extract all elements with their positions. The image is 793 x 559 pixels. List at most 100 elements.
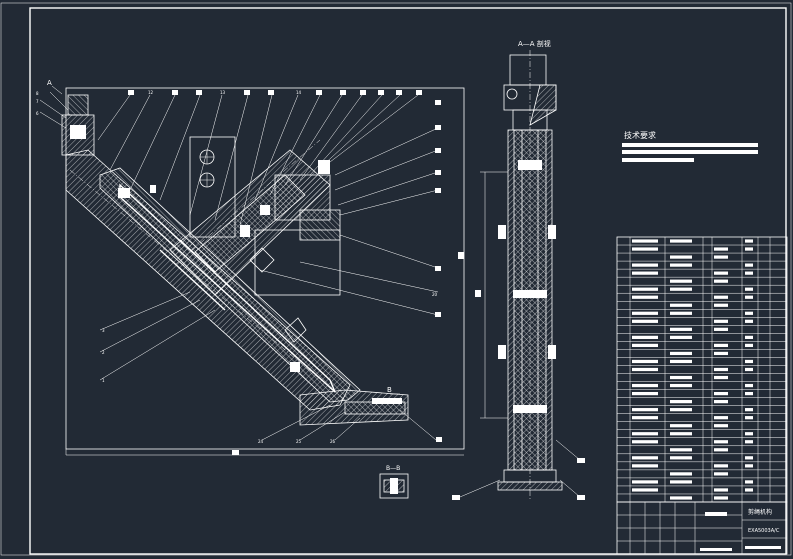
drawing-title: 剪绳机构 — [748, 508, 772, 516]
parts-list-rows — [617, 239, 787, 500]
table-cell-text — [714, 496, 728, 500]
table-cell-text — [745, 287, 753, 291]
table-cell-text — [714, 464, 728, 468]
table-cell-text — [632, 263, 658, 267]
table-cell-text — [714, 271, 728, 275]
table-cell-text — [745, 408, 753, 412]
title-block: 剪绳机构 EXA5003A/C — [616, 501, 788, 555]
table-cell-text — [632, 311, 658, 315]
table-cell-text — [632, 456, 658, 460]
table-cell-text — [632, 488, 658, 492]
balloon-label: 12 — [148, 90, 154, 95]
table-cell-text — [670, 448, 692, 452]
table-cell-text — [632, 295, 658, 299]
table-cell-text — [745, 263, 753, 267]
table-cell-text — [670, 432, 692, 436]
balloon-numbers: 12 13 14 20 24 25 26 3 2 1 8 7 6 — [36, 90, 438, 444]
table-cell-text — [714, 391, 728, 396]
table-cell-text — [714, 255, 728, 259]
table-cell-text — [714, 279, 728, 283]
table-cell-text — [745, 311, 753, 315]
table-cell-text — [670, 311, 692, 315]
table-cell-text — [670, 351, 692, 356]
table-cell-text — [670, 303, 692, 307]
table-cell-text — [745, 271, 753, 275]
section-view-aa: A—A 剖视 — [452, 39, 585, 500]
table-cell-text — [745, 383, 753, 388]
balloon-label: 26 — [330, 439, 336, 444]
table-cell-text — [632, 271, 658, 275]
balloon-label: 2 — [102, 350, 105, 355]
table-cell-text — [714, 319, 728, 323]
upper-arm-assembly — [169, 136, 341, 296]
table-cell-text — [714, 367, 728, 372]
table-cell-text — [714, 295, 728, 299]
table-cell-text — [670, 480, 692, 484]
table-cell-text — [745, 359, 753, 364]
table-cell-text — [670, 279, 692, 283]
table-cell-text — [670, 327, 692, 331]
table-cell-text — [632, 480, 658, 484]
table-cell-text — [745, 295, 753, 299]
section-view-label: A—A 剖视 — [518, 39, 551, 48]
table-cell-text — [745, 239, 753, 243]
parts-list-table — [616, 236, 788, 503]
balloon-label: 25 — [296, 439, 302, 444]
table-cell-text — [745, 416, 753, 420]
balloon-label: 7 — [36, 99, 39, 104]
table-cell-text — [670, 456, 692, 460]
section-marker-a: A — [47, 79, 52, 87]
table-cell-text — [745, 432, 753, 436]
balloon-label: 6 — [36, 111, 39, 116]
technical-requirements: 技术要求 — [622, 130, 758, 162]
table-cell-text — [745, 480, 753, 484]
main-view-frame — [65, 87, 465, 456]
table-cell-text — [745, 335, 753, 339]
table-cell-text — [714, 247, 728, 251]
table-cell-text — [670, 287, 692, 291]
table-cell-text — [670, 263, 692, 267]
table-cell-text — [632, 367, 658, 372]
table-cell-text — [670, 239, 692, 243]
table-cell-text — [670, 472, 692, 476]
table-cell-text — [714, 424, 728, 428]
balloon-label: 13 — [220, 90, 226, 95]
table-cell-text — [745, 343, 753, 348]
table-cell-text — [714, 440, 728, 444]
table-cell-text — [714, 488, 728, 492]
table-cell-text — [714, 375, 728, 380]
table-cell-text — [714, 351, 728, 356]
table-cell-text — [714, 448, 728, 452]
section-markers: A B B—B — [47, 79, 409, 499]
table-cell-text — [670, 408, 692, 412]
table-cell-text — [632, 416, 658, 420]
balloon-label: 3 — [102, 328, 105, 333]
table-cell-text — [745, 464, 753, 468]
balloon-label: 1 — [102, 378, 105, 383]
leader-lines — [39, 91, 439, 441]
section-marker-b: B — [387, 386, 392, 394]
table-cell-text — [632, 408, 658, 412]
balloon-markers-top — [128, 90, 481, 455]
table-cell-text — [632, 343, 658, 348]
table-cell-text — [670, 375, 692, 380]
table-cell-text — [632, 335, 658, 339]
balloon-label: 8 — [36, 91, 39, 96]
table-cell-text — [670, 400, 692, 404]
table-cell-text — [745, 367, 753, 372]
table-cell-text — [632, 440, 658, 444]
table-cell-text — [632, 383, 658, 388]
table-cell-text — [745, 391, 753, 396]
table-cell-text — [670, 335, 692, 339]
table-cell-text — [670, 424, 692, 428]
table-cell-text — [670, 383, 692, 388]
table-cell-text — [632, 432, 658, 436]
table-cell-text — [632, 247, 658, 251]
table-cell-text — [632, 391, 658, 396]
tech-requirements-title: 技术要求 — [624, 130, 656, 140]
table-cell-text — [714, 343, 728, 348]
table-cell-text — [714, 327, 728, 331]
table-cell-text — [714, 416, 728, 420]
